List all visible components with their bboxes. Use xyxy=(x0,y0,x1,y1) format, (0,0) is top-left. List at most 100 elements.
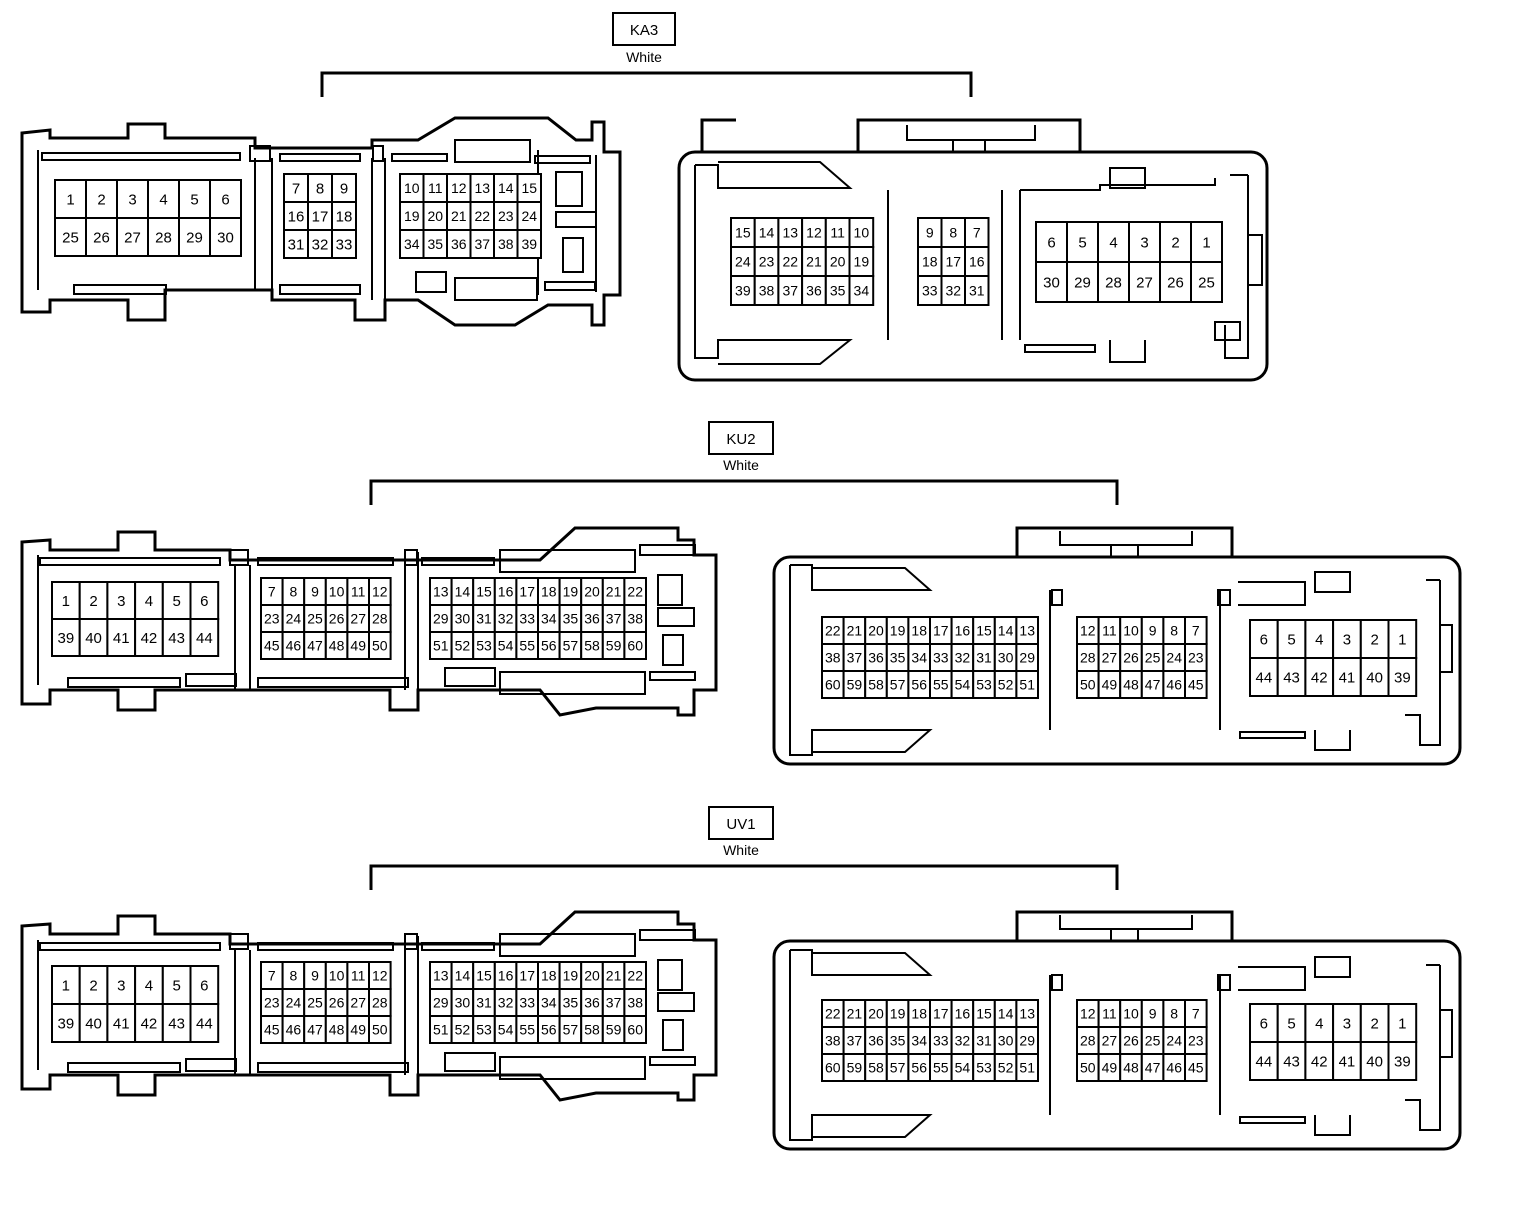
pin-cell xyxy=(623,631,648,660)
pin-number: 50 xyxy=(372,638,388,654)
pin-number: 52 xyxy=(998,1060,1014,1076)
pin-number: 5 xyxy=(1287,631,1295,648)
pin-number: 28 xyxy=(372,995,388,1011)
pin-number: 38 xyxy=(759,283,775,299)
pin-number: 22 xyxy=(825,623,841,639)
pin-number: 50 xyxy=(1080,1060,1096,1076)
pin-cell xyxy=(1387,619,1418,659)
pin-cell xyxy=(1015,1053,1040,1082)
pin-number: 56 xyxy=(911,677,927,693)
pin-number: 54 xyxy=(498,1022,514,1038)
pin-number: 4 xyxy=(1109,234,1117,251)
pin-number: 13 xyxy=(474,180,490,196)
pin-cell xyxy=(1035,261,1068,303)
pin-number: 27 xyxy=(1102,1033,1118,1049)
pin-cell xyxy=(189,618,220,657)
pin-number: 29 xyxy=(433,995,449,1011)
pin-number: 11 xyxy=(351,968,366,984)
pin-number: 36 xyxy=(584,995,600,1011)
pin-number: 17 xyxy=(933,1006,949,1022)
pin-number: 5 xyxy=(172,977,180,994)
pin-number: 58 xyxy=(584,638,600,654)
pin-number: 43 xyxy=(1283,1053,1300,1070)
pin-number: 15 xyxy=(976,1006,992,1022)
pin-number: 25 xyxy=(1145,650,1161,666)
pin-number: 16 xyxy=(969,254,985,270)
pin-number: 40 xyxy=(1366,669,1383,686)
pin-number: 13 xyxy=(1019,1006,1035,1022)
pin-number: 52 xyxy=(455,1022,471,1038)
pin-number: 6 xyxy=(1260,631,1268,648)
pin-number: 39 xyxy=(58,1015,75,1032)
pin-number: 9 xyxy=(340,180,348,197)
pin-number: 45 xyxy=(1188,1060,1204,1076)
pin-number: 2 xyxy=(1171,234,1179,251)
pin-number: 18 xyxy=(336,208,353,225)
pin-number: 43 xyxy=(168,630,185,647)
pin-cell xyxy=(1304,1041,1335,1081)
pin-number: 25 xyxy=(1198,274,1215,291)
pin-number: 7 xyxy=(973,225,981,241)
pin-number: 34 xyxy=(404,236,420,252)
pin-number: 24 xyxy=(1166,1033,1182,1049)
pin-number: 42 xyxy=(141,630,158,647)
pin-cell xyxy=(1184,670,1208,699)
pin-number: 46 xyxy=(1166,677,1182,693)
pin-number: 48 xyxy=(329,638,345,654)
pin-number: 32 xyxy=(945,283,961,299)
pin-number: 21 xyxy=(806,254,822,270)
pin-cell xyxy=(1184,1053,1208,1082)
pin-number: 32 xyxy=(312,236,329,253)
pin-number: 11 xyxy=(1102,623,1117,639)
pin-number: 3 xyxy=(1140,234,1148,251)
pin-number: 10 xyxy=(854,225,870,241)
pin-number: 49 xyxy=(1102,677,1118,693)
pin-number: 3 xyxy=(117,977,125,994)
pin-cell xyxy=(1190,261,1223,303)
pin-number: 43 xyxy=(1283,669,1300,686)
pin-number: 40 xyxy=(85,1015,102,1032)
pin-number: 32 xyxy=(955,1033,971,1049)
pin-cell xyxy=(283,229,309,259)
pin-number: 14 xyxy=(998,1006,1014,1022)
pin-number: 13 xyxy=(433,584,449,600)
pin-number: 19 xyxy=(563,968,579,984)
pin-number: 33 xyxy=(336,236,353,253)
pin-cell xyxy=(1066,221,1099,263)
pin-number: 35 xyxy=(563,611,579,627)
connector-left-slots xyxy=(39,929,696,1080)
pin-cell xyxy=(1387,1003,1418,1043)
pin-number: 7 xyxy=(268,968,276,984)
pin-number: 12 xyxy=(372,584,388,600)
pin-cell xyxy=(161,618,192,657)
pin-number: 5 xyxy=(172,593,180,610)
pin-number: 23 xyxy=(1188,650,1204,666)
pin-number: 42 xyxy=(1311,1053,1328,1070)
pin-number: 25 xyxy=(307,995,323,1011)
pin-number: 42 xyxy=(1311,669,1328,686)
pin-number: 51 xyxy=(433,1022,449,1038)
pin-number: 1 xyxy=(1398,1015,1406,1032)
pin-number: 18 xyxy=(911,1006,927,1022)
pin-number: 59 xyxy=(847,1060,863,1076)
pin-number: 38 xyxy=(825,650,841,666)
pin-number: 6 xyxy=(221,191,229,208)
pin-number: 31 xyxy=(476,995,492,1011)
pin-cell xyxy=(1332,657,1362,697)
pin-cell xyxy=(51,1003,81,1043)
pin-number: 47 xyxy=(307,638,323,654)
pin-number: 29 xyxy=(433,611,449,627)
pin-cell xyxy=(209,217,242,257)
pin-cell xyxy=(1387,1041,1418,1081)
pin-number: 5 xyxy=(190,191,198,208)
pin-number: 14 xyxy=(998,623,1014,639)
pin-number: 50 xyxy=(1080,677,1096,693)
connector-section-ku2: KU2 White xyxy=(20,421,1462,766)
pin-number: 2 xyxy=(89,977,97,994)
pin-number: 4 xyxy=(145,977,153,994)
connector-left-housing xyxy=(20,910,718,1102)
